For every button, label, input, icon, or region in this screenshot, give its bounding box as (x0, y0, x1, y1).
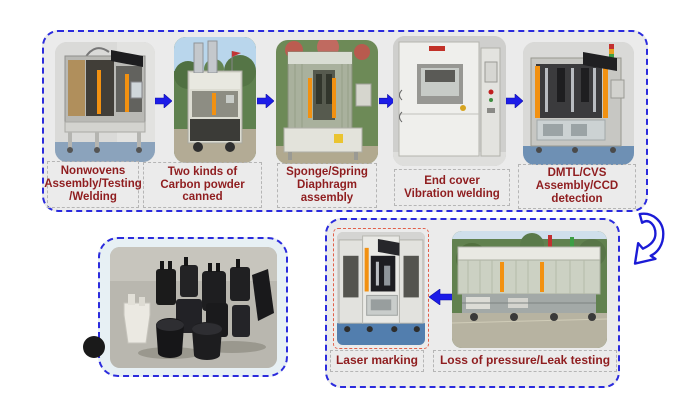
stage-label-carbon-powder: Two kinds of Carbon powder canned (143, 162, 262, 208)
laser-marking-machine-photo (337, 232, 425, 345)
flow-arrow-right-icon (155, 94, 172, 108)
nonwovens-machine-illustration (55, 42, 155, 162)
laser-photo-highlight-frame (333, 228, 429, 349)
vibration-welding-machine-photo (393, 36, 506, 166)
stage-label-dmtl-cvs: DMTL/CVS Assembly/CCD detection (518, 164, 636, 209)
carbon-powder-machine-photo (174, 37, 256, 163)
flow-arrow-left-icon (429, 289, 453, 305)
vibration-welding-machine-illustration (393, 36, 506, 166)
laser-marking-machine-illustration (337, 232, 425, 345)
stage-label-vibration-welding: End cover Vibration welding (394, 169, 510, 206)
leak-testing-machine-illustration (452, 231, 607, 348)
bullet-dot (83, 336, 105, 358)
finished-canister-parts-photo (110, 247, 277, 368)
finished-parts-illustration (110, 247, 277, 368)
stage-label-laser-marking: Laser marking (330, 350, 424, 372)
leak-testing-machine-photo (452, 231, 607, 348)
sponge-spring-machine-photo (276, 40, 378, 164)
stage-label-leak-testing: Loss of pressure/Leak testing (433, 350, 617, 372)
curved-flow-arrow-icon (633, 212, 665, 265)
stage-label-sponge-spring: Sponge/Spring Diaphragm assembly (277, 163, 377, 208)
flow-arrow-right-icon (506, 94, 523, 108)
carbon-powder-machine-illustration (174, 37, 256, 163)
stage-label-nonwovens: Nonwovens Assembly/Testing /Welding (44, 161, 142, 208)
flow-arrow-right-icon (379, 94, 395, 108)
dmtl-cvs-machine-photo (523, 42, 634, 165)
flow-arrow-right-icon (257, 94, 274, 108)
sponge-spring-machine-illustration (276, 40, 378, 164)
nonwovens-machine-photo (55, 42, 155, 162)
dmtl-cvs-machine-illustration (523, 42, 634, 165)
